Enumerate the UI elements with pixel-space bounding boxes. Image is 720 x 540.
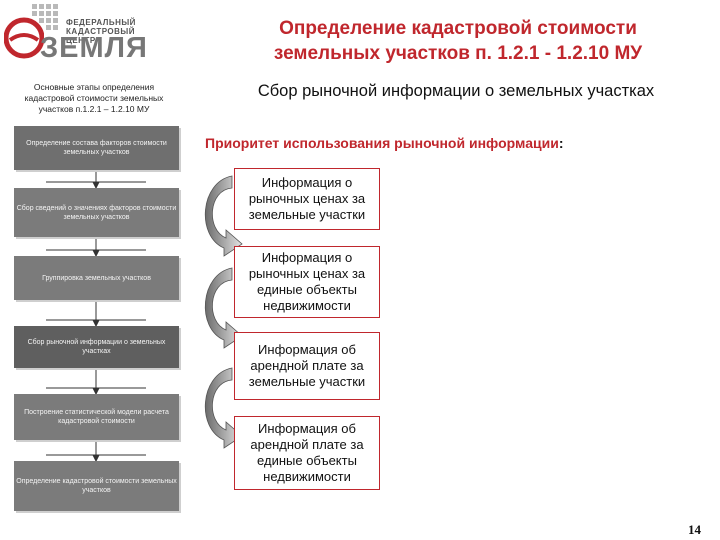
step-2: Сбор сведений о значениях факторов стоим… <box>14 188 179 237</box>
logo: ФЕДЕРАЛЬНЫЙ КАДАСТРОВЫЙ ЦЕНТР ЗЕМЛЯ <box>4 2 156 64</box>
page-number: 14 <box>688 522 701 537</box>
curved-arrow-1 <box>204 175 243 257</box>
source-box-3-line3: земельные участки <box>248 374 366 389</box>
step-3-label: Группировка земельных участков <box>42 274 151 282</box>
source-box-3: Информация об арендной плате за земельны… <box>234 332 380 400</box>
source-box-1-line2: рыночных ценах за <box>248 191 366 206</box>
step-4: Сбор рыночной информации о земельных уча… <box>14 326 179 368</box>
curved-arrows <box>204 175 243 449</box>
source-box-4-line3: единые объекты <box>257 453 357 468</box>
sidebar-heading-line1: Основные этапы определения <box>33 82 155 92</box>
source-box-2: Информация о рыночных ценах за единые об… <box>234 246 380 318</box>
source-box-4-line1: Информация об <box>258 421 356 436</box>
source-box-4-line4: недвижимости <box>263 469 351 484</box>
sidebar-heading: Основные этапы определения кадастровой с… <box>4 82 184 115</box>
step-2-label: Сбор сведений о значениях факторов стоим… <box>16 204 177 221</box>
source-box-3-line2: арендной плате за <box>250 358 364 373</box>
source-box-1-line1: Информация о <box>261 175 353 190</box>
page-title-line1: Определение кадастровой стоимости <box>279 18 637 39</box>
priority-label: Приоритет использования рыночной информа… <box>205 135 559 151</box>
step-4-label: Сбор рыночной информации о земельных уча… <box>27 339 166 355</box>
step-6-label: Определение кадастровой стоимости земель… <box>16 478 177 494</box>
source-box-3-line1: Информация об <box>258 342 356 357</box>
step-1: Определение состава факторов стоимости з… <box>14 126 179 170</box>
source-box-1-line3: земельные участки <box>248 207 366 222</box>
source-box-4: Информация об арендной плате за единые о… <box>234 416 380 490</box>
step-1-label: Определение состава факторов стоимости з… <box>26 140 167 156</box>
source-box-2-line2: рыночных ценах за <box>248 266 366 281</box>
source-box-1: Информация о рыночных ценах за земельные… <box>234 168 380 230</box>
logo-caption-line2: КАДАСТРОВЫЙ ЦЕНТР <box>66 27 136 45</box>
logo-wordmark: ЗЕМЛЯ <box>40 32 148 64</box>
logo-caption: ФЕДЕРАЛЬНЫЙ КАДАСТРОВЫЙ ЦЕНТР <box>66 18 156 45</box>
source-box-2-line1: Информация о <box>261 250 353 265</box>
step-3: Группировка земельных участков <box>14 256 179 300</box>
step-connectors <box>46 170 146 463</box>
source-box-4-line2: арендной плате за <box>250 437 364 452</box>
source-box-2-line3: единые объекты <box>257 282 357 297</box>
logo-globe-icon <box>4 17 44 59</box>
section-subheading: Сбор рыночной информации о земельных уча… <box>257 82 655 100</box>
step-5-label: Построение статистической модели расчета… <box>24 409 169 425</box>
logo-grid-icon <box>32 4 58 30</box>
logo-caption-line1: ФЕДЕРАЛЬНЫЙ <box>66 18 136 27</box>
sidebar-heading-line2: кадастровой стоимости земельных <box>24 93 164 103</box>
step-6: Определение кадастровой стоимости земель… <box>14 461 179 511</box>
page-title-line2: земельных участков п. 1.2.1 - 1.2.10 МУ <box>273 43 643 64</box>
source-box-2-line4: недвижимости <box>263 298 351 313</box>
sidebar-heading-line3: участков п.1.2.1 – 1.2.10 МУ <box>38 104 150 114</box>
priority-colon: : <box>558 135 564 151</box>
step-5: Построение статистической модели расчета… <box>14 394 179 440</box>
priority-heading: Приоритет использования рыночной информа… <box>205 135 563 151</box>
page-title: Определение кадастровой стоимости земель… <box>208 16 708 66</box>
